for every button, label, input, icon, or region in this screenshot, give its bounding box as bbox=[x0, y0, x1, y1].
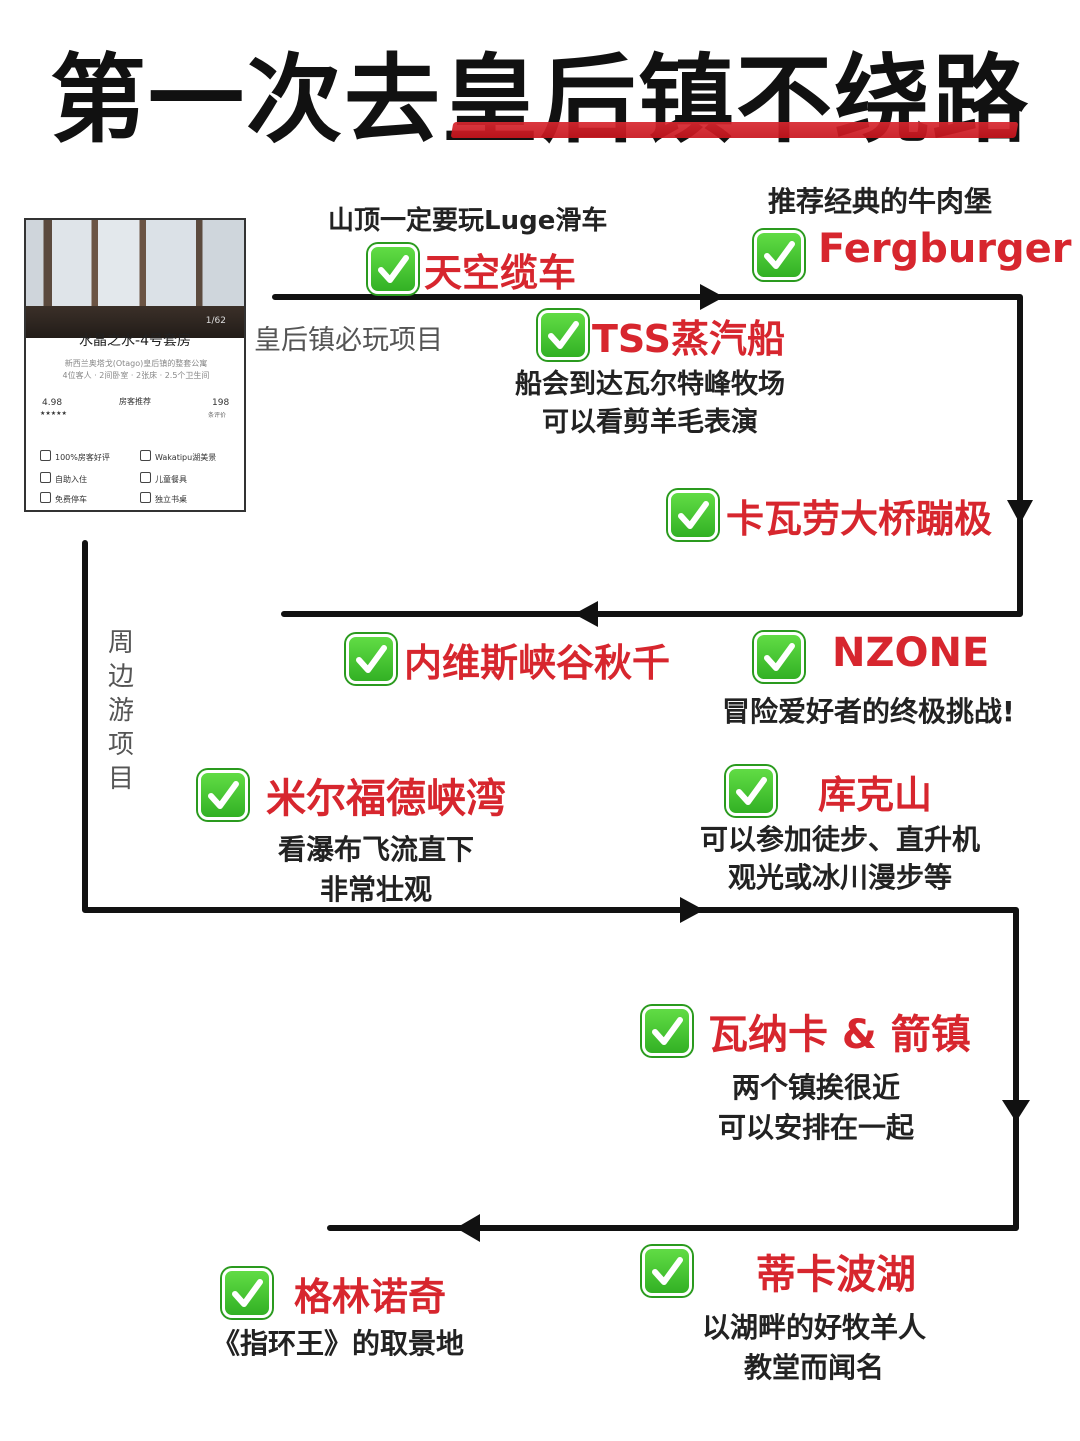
check-icon bbox=[642, 1246, 692, 1296]
arrow-left-icon bbox=[456, 1214, 480, 1242]
check-icon bbox=[668, 490, 718, 540]
hotel-name: 水晶之水-4号套房 bbox=[79, 333, 191, 349]
hotel-feature: 免费停车 bbox=[40, 492, 87, 505]
milford-note: 非常壮观 bbox=[319, 873, 432, 906]
glenorchy-name: 格林诺奇 bbox=[294, 1275, 447, 1319]
hotel-card[interactable]: 1/62 水晶之水-4号套房 新西兰奥塔戈(Otago)皇后镇的整套公寓 4位客… bbox=[24, 218, 246, 512]
check-icon bbox=[346, 634, 396, 684]
check-icon bbox=[368, 244, 418, 294]
guest-favorite-badge: 房客推荐 bbox=[119, 397, 151, 406]
route-segment-2 bbox=[82, 540, 1019, 1231]
hotel-review-count: 198 bbox=[212, 398, 230, 408]
hotel-feature: 100%房客好评 bbox=[40, 450, 110, 463]
check-icon bbox=[754, 230, 804, 280]
star-icon: ★★★★★ bbox=[40, 410, 67, 417]
hotel-feature: 儿童餐具 bbox=[140, 472, 187, 485]
nzone-note: 冒险爱好者的终极挑战! bbox=[722, 695, 1015, 728]
hotel-photo bbox=[26, 220, 244, 306]
hotel-description: 4位客人 · 2间卧室 · 2张床 · 2.5个卫生间 bbox=[62, 371, 210, 380]
mtcook-note: 观光或冰川漫步等 bbox=[727, 861, 952, 894]
hotel-description: 新西兰奥塔戈(Otago)皇后镇的整套公寓 bbox=[64, 359, 208, 368]
arrow-down-icon bbox=[1007, 500, 1033, 524]
tss-note: 可以看剪羊毛表演 bbox=[542, 407, 758, 438]
page-title: 第一次去皇后镇不绕路 bbox=[50, 44, 1030, 156]
nearby-label: 周边游项目 bbox=[107, 628, 134, 794]
wanaka-note: 可以安排在一起 bbox=[717, 1111, 914, 1144]
fergburger-note: 推荐经典的牛肉堡 bbox=[768, 185, 993, 218]
check-icon bbox=[726, 766, 776, 816]
check-icon bbox=[538, 310, 588, 360]
route-arrows bbox=[456, 284, 1033, 1242]
hotel-feature: 独立书桌 bbox=[140, 492, 187, 505]
feature-icon bbox=[140, 492, 151, 503]
cable-car-note: 山顶一定要玩Luge滑车 bbox=[328, 206, 608, 236]
arrow-right-icon bbox=[700, 284, 724, 310]
tekapo-name: 蒂卡波湖 bbox=[756, 1252, 916, 1298]
nzone-name: NZONE bbox=[832, 630, 990, 676]
check-icon bbox=[198, 770, 248, 820]
hotel-review-label: 条评价 bbox=[208, 412, 227, 419]
feature-icon bbox=[40, 472, 51, 483]
feature-icon bbox=[140, 450, 151, 461]
check-icon bbox=[754, 632, 804, 682]
nevis-name: 内维斯峡谷秋千 bbox=[404, 641, 671, 685]
route-lines bbox=[82, 294, 1023, 1231]
tss-name: TSS蒸汽船 bbox=[592, 317, 785, 361]
arrow-down-icon bbox=[1002, 1100, 1030, 1122]
photo-counter: 1/62 bbox=[205, 316, 226, 326]
hotel-feature: 自助入住 bbox=[40, 472, 87, 485]
check-icon bbox=[222, 1268, 272, 1318]
check-icon bbox=[642, 1006, 692, 1056]
mtcook-name: 库克山 bbox=[818, 773, 933, 817]
feature-icon bbox=[40, 492, 51, 503]
title-underline bbox=[450, 122, 1019, 138]
milford-name: 米尔福德峡湾 bbox=[266, 776, 506, 822]
feature-icon bbox=[40, 450, 51, 461]
glenorchy-note: 《指环王》的取景地 bbox=[212, 1327, 465, 1360]
tekapo-note: 以湖畔的好牧羊人 bbox=[701, 1311, 926, 1344]
wanaka-note: 两个镇挨很近 bbox=[731, 1071, 900, 1104]
feature-icon bbox=[140, 472, 151, 483]
hotel-rating: 4.98 bbox=[42, 398, 63, 408]
milford-note: 看瀑布飞流直下 bbox=[277, 833, 474, 866]
arrow-left-icon bbox=[574, 601, 598, 627]
mtcook-note: 可以参加徒步、直升机 bbox=[699, 823, 980, 856]
cable-car-name: 天空缆车 bbox=[424, 251, 577, 295]
route-segment-1 bbox=[272, 294, 1023, 617]
fergburger-name: Fergburger bbox=[818, 226, 1072, 272]
arrow-right-icon bbox=[680, 897, 704, 923]
wanaka-name: 瓦纳卡 & 箭镇 bbox=[708, 1012, 971, 1058]
hotel-feature: Wakatipu湖美景 bbox=[140, 450, 216, 463]
kawarau-name: 卡瓦劳大桥蹦极 bbox=[726, 497, 993, 541]
tekapo-note: 教堂而闻名 bbox=[743, 1351, 884, 1384]
tss-note: 船会到达瓦尔特峰牧场 bbox=[515, 369, 785, 400]
must-play-label: 皇后镇必玩项目 bbox=[254, 325, 443, 356]
